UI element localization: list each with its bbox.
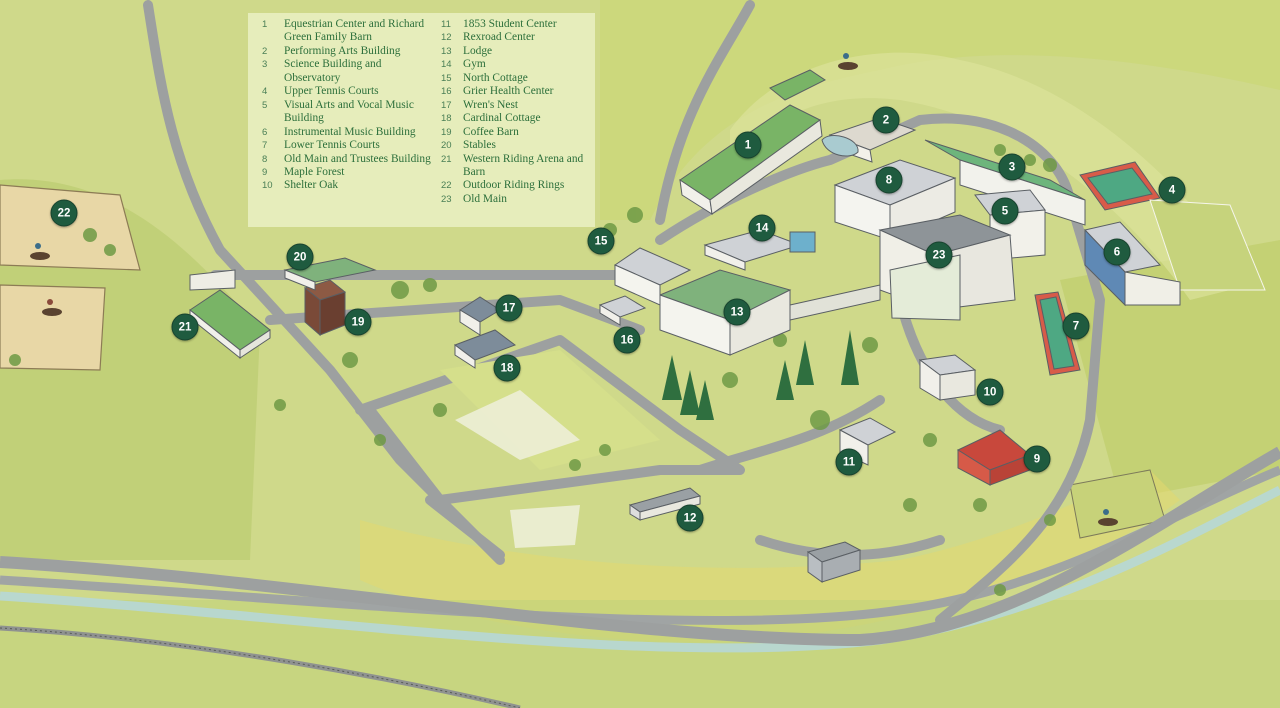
legend-item: 13 Lodge bbox=[441, 45, 591, 58]
legend-item-number: 19 bbox=[441, 126, 452, 138]
legend-item-label: Wren's Nest bbox=[463, 98, 519, 111]
legend-item-number: 17 bbox=[441, 99, 452, 111]
legend-item-label: Coffee Barn bbox=[463, 125, 519, 138]
map-marker-10[interactable]: 10 bbox=[976, 378, 1004, 406]
legend-item-label: Old Main and Trustees Building bbox=[284, 152, 431, 165]
legend-item-label: Science Building and Observatory bbox=[284, 58, 382, 84]
map-marker-5[interactable]: 5 bbox=[991, 197, 1019, 225]
legend-item-number: 8 bbox=[262, 153, 268, 165]
legend-item-number: 2 bbox=[262, 45, 268, 57]
legend-column-left: 1 Equestrian Center and Richard Green Fam… bbox=[262, 18, 432, 193]
map-marker-1[interactable]: 1 bbox=[734, 131, 762, 159]
map-marker-7[interactable]: 7 bbox=[1062, 312, 1090, 340]
legend-item: 20 Stables bbox=[441, 139, 591, 152]
legend-item: 18 Cardinal Cottage bbox=[441, 112, 591, 125]
map-marker-13[interactable]: 13 bbox=[723, 298, 751, 326]
map-marker-15[interactable]: 15 bbox=[587, 227, 615, 255]
map-marker-9[interactable]: 9 bbox=[1023, 445, 1051, 473]
legend-item-label: Grier Health Center bbox=[463, 85, 554, 98]
legend-item-number: 13 bbox=[441, 45, 452, 57]
map-marker-4[interactable]: 4 bbox=[1158, 176, 1186, 204]
map-marker-8[interactable]: 8 bbox=[875, 166, 903, 194]
legend-item-label: Rexroad Center bbox=[463, 31, 535, 44]
legend-item: 17 Wren's Nest bbox=[441, 99, 591, 112]
legend-column-right: 11 1853 Student Center 12 Rexroad Center 13 L… bbox=[441, 18, 591, 206]
legend-item-number: 18 bbox=[441, 113, 452, 125]
legend-item-number: 7 bbox=[262, 140, 268, 152]
legend-item-label: Upper Tennis Courts bbox=[284, 85, 379, 98]
map-marker-21[interactable]: 21 bbox=[171, 313, 199, 341]
legend-item-number: 14 bbox=[441, 59, 452, 71]
map-marker-6[interactable]: 6 bbox=[1103, 238, 1131, 266]
legend-item: 8 Old Main and Trustees Building bbox=[262, 153, 432, 166]
legend-item-number: 5 bbox=[262, 99, 268, 111]
legend-item-label: Instrumental Music Building bbox=[284, 125, 416, 138]
legend-panel: 1 Equestrian Center and Richard Green Fam… bbox=[248, 13, 595, 227]
legend-item-label: Maple Forest bbox=[284, 165, 345, 178]
legend-item: 21 Western Riding Arena and Barn bbox=[441, 153, 591, 180]
legend-item-label: Western Riding Arena and Barn bbox=[463, 152, 584, 178]
legend-item: 23 Old Main bbox=[441, 193, 591, 206]
map-marker-11[interactable]: 11 bbox=[835, 448, 863, 476]
legend-item: 1 Equestrian Center and Richard Green Fam… bbox=[262, 18, 432, 45]
legend-item-label: Outdoor Riding Rings bbox=[463, 179, 565, 192]
legend-item: 5 Visual Arts and Vocal Music Building bbox=[262, 99, 432, 126]
map-marker-23[interactable]: 23 bbox=[925, 241, 953, 269]
legend-item: 15 North Cottage bbox=[441, 72, 591, 85]
legend-item-number: 11 bbox=[441, 19, 451, 30]
legend-item-label: North Cottage bbox=[463, 71, 528, 84]
legend-item: 22 Outdoor Riding Rings bbox=[441, 179, 591, 192]
legend-item-number: 6 bbox=[262, 126, 268, 138]
legend-item-number: 12 bbox=[441, 32, 452, 44]
legend-item-label: Lodge bbox=[463, 44, 493, 57]
legend-item-label: Performing Arts Building bbox=[284, 44, 401, 57]
legend-item-number: 21 bbox=[441, 153, 452, 165]
legend-item-number: 10 bbox=[262, 180, 273, 192]
legend-item-number: 15 bbox=[441, 72, 452, 84]
legend-item: 7 Lower Tennis Courts bbox=[262, 139, 432, 152]
map-marker-18[interactable]: 18 bbox=[493, 354, 521, 382]
legend-item-number: 4 bbox=[262, 86, 268, 98]
legend-item-label: Stables bbox=[463, 139, 496, 152]
map-marker-22[interactable]: 22 bbox=[50, 199, 78, 227]
legend-item-number: 9 bbox=[262, 166, 268, 178]
legend-item-number: 1 bbox=[262, 19, 268, 30]
legend-item-label: 1853 Student Center bbox=[463, 18, 557, 30]
legend-item: 6 Instrumental Music Building bbox=[262, 126, 432, 139]
legend-item-number: 20 bbox=[441, 140, 452, 152]
legend-item-label: Shelter Oak bbox=[284, 179, 339, 192]
legend-item: 14 Gym bbox=[441, 58, 591, 71]
legend-item-number: 23 bbox=[441, 193, 452, 205]
map-marker-20[interactable]: 20 bbox=[286, 243, 314, 271]
legend-item-label: Gym bbox=[463, 58, 486, 71]
legend-item: 19 Coffee Barn bbox=[441, 126, 591, 139]
legend-item-label: Visual Arts and Vocal Music Building bbox=[284, 98, 414, 125]
map-marker-3[interactable]: 3 bbox=[998, 153, 1026, 181]
legend-item: 4 Upper Tennis Courts bbox=[262, 85, 432, 98]
legend-item-label: Old Main bbox=[463, 192, 507, 205]
legend-item: 3 Science Building and Observatory bbox=[262, 58, 432, 85]
legend-item: 16 Grier Health Center bbox=[441, 85, 591, 98]
legend-item-number: 22 bbox=[441, 180, 452, 192]
legend-item: 11 1853 Student Center bbox=[441, 18, 591, 31]
legend-item: 9 Maple Forest bbox=[262, 166, 432, 179]
map-marker-19[interactable]: 19 bbox=[344, 308, 372, 336]
legend-item-label: Lower Tennis Courts bbox=[284, 139, 380, 152]
map-marker-17[interactable]: 17 bbox=[495, 294, 523, 322]
legend-item: 12 Rexroad Center bbox=[441, 31, 591, 44]
map-marker-14[interactable]: 14 bbox=[748, 214, 776, 242]
legend-item-number: 3 bbox=[262, 59, 268, 71]
legend-item: 2 Performing Arts Building bbox=[262, 45, 432, 58]
map-marker-16[interactable]: 16 bbox=[613, 326, 641, 354]
legend-item: 10 Shelter Oak bbox=[262, 179, 432, 192]
legend-item-label: Equestrian Center and Richard Green Fami… bbox=[284, 18, 425, 44]
legend-item-number: 16 bbox=[441, 86, 452, 98]
map-marker-12[interactable]: 12 bbox=[676, 504, 704, 532]
legend-item-label: Cardinal Cottage bbox=[463, 112, 541, 125]
map-marker-2[interactable]: 2 bbox=[872, 106, 900, 134]
